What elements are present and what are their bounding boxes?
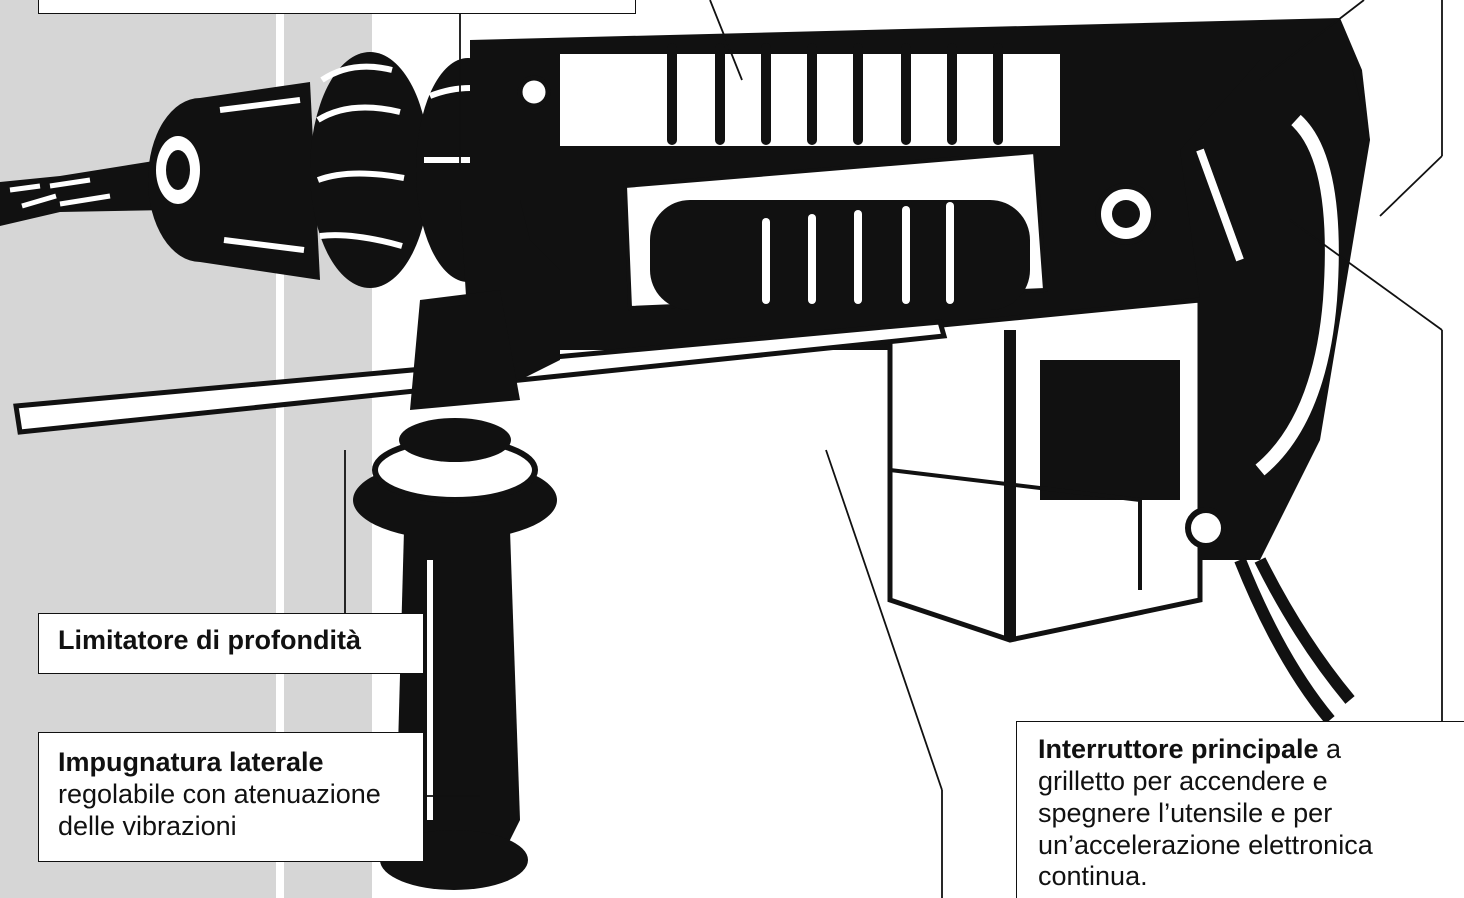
side-handle-line-1: regolabile con atenuazione xyxy=(58,778,381,809)
depth-stop-label: Limitatore di profondità xyxy=(38,613,424,674)
drill-bit xyxy=(0,160,170,226)
side-handle xyxy=(353,290,557,890)
depth-stop-title: Limitatore di profondità xyxy=(58,625,361,655)
rear-handle xyxy=(1180,60,1370,724)
side-handle-label: Impugnatura laterale regolabile con aten… xyxy=(38,732,424,862)
main-switch-line-2: spegnere l’utensile e per xyxy=(1038,797,1333,828)
top-callout-box-edge xyxy=(38,0,636,14)
chuck xyxy=(148,52,520,288)
side-handle-title: Impugnatura laterale xyxy=(58,747,324,777)
side-handle-line-2: delle vibrazioni xyxy=(58,810,237,841)
main-switch-line-1: grilletto per accendere e xyxy=(1038,765,1328,796)
drill-body xyxy=(470,18,1370,350)
main-switch-label: Interruttore principale a grilletto per … xyxy=(1016,721,1464,898)
main-switch-line-4: continua. xyxy=(1038,861,1148,892)
motor-housing xyxy=(887,297,1203,643)
leader-lines xyxy=(344,0,1443,898)
main-switch-title: Interruttore principale xyxy=(1038,734,1319,764)
main-switch-title-suffix: a xyxy=(1318,734,1342,764)
main-switch-line-3: un’accelerazione elettronica xyxy=(1038,829,1373,860)
